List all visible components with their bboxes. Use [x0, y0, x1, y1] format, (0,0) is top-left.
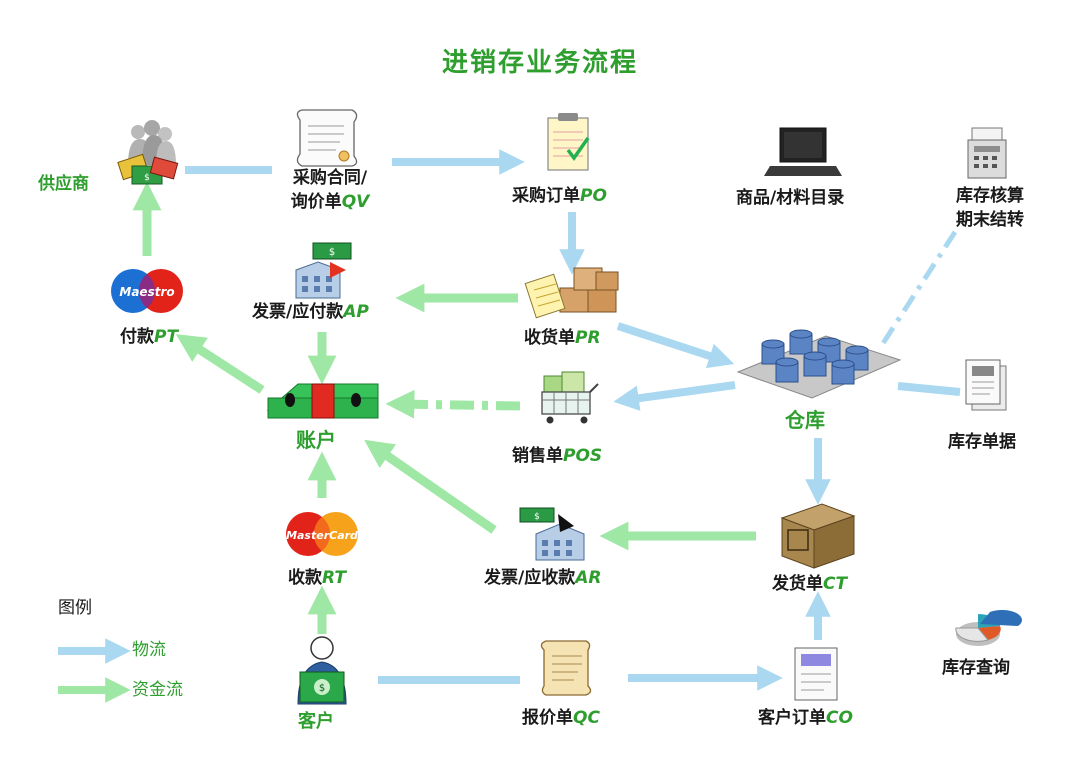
legend-title: 图例	[58, 598, 92, 618]
shipment-box-icon	[780, 503, 856, 569]
purchase-order-icon	[547, 113, 590, 171]
code-qv: QV	[341, 192, 370, 212]
arrow-warehouse-sales	[613, 381, 736, 411]
label-invoice-ap: 发票/应付款AP	[252, 302, 369, 322]
svg-text:$: $	[534, 512, 540, 522]
maestro-text: Maestro	[119, 285, 174, 299]
label-shipment: 发货单CT	[772, 574, 848, 594]
calculator-icon	[967, 127, 1007, 179]
pie-chart-icon	[955, 609, 1023, 646]
label-invoice-ar: 发票/应收款AR	[484, 568, 602, 588]
maestro-logo: Maestro	[111, 269, 183, 313]
account-money-icon	[266, 383, 379, 419]
label-customer-order: 客户订单CO	[758, 708, 853, 728]
label-warehouse: 仓库	[785, 408, 825, 432]
customer-order-icon	[794, 647, 838, 701]
receipt-boxes-icon	[524, 267, 619, 319]
code-qc: QC	[573, 708, 600, 728]
svg-text:$: $	[319, 683, 325, 694]
label-catalog: 商品/材料目录	[736, 188, 845, 208]
code-pt: PT	[154, 327, 179, 347]
label-collection: 收款RT	[288, 568, 346, 588]
code-pr: PR	[575, 328, 601, 348]
quote-scroll-icon	[540, 640, 592, 696]
code-ct: CT	[823, 574, 848, 594]
label-contract-line2: 询价单QV	[290, 192, 370, 212]
label-quote: 报价单QC	[522, 708, 600, 728]
label-customer: 客户	[298, 711, 334, 732]
label-contract: 采购合同/ 询价单QV	[270, 166, 390, 214]
invoice-ap-icon: $	[295, 242, 352, 299]
label-payment: 付款PT	[120, 327, 179, 347]
arrow-account-payment	[175, 334, 265, 394]
label-purchase-order: 采购订单PO	[512, 186, 607, 206]
label-inventory-calc-line1: 库存核算	[956, 186, 1024, 206]
warehouse-database-icon	[736, 329, 902, 399]
page-title: 进销存业务流程	[441, 48, 638, 78]
label-inventory-query: 库存查询	[942, 658, 1010, 678]
code-pos: POS	[563, 446, 603, 466]
label-account: 账户	[296, 428, 336, 452]
legend-capital-label: 资金流	[132, 680, 183, 700]
label-inventory-calc-line2: 期末结转	[956, 210, 1024, 230]
arrow-doc-warehouse	[897, 382, 961, 396]
code-ar: AR	[575, 568, 602, 588]
logistics-arrows	[185, 149, 961, 691]
contract-scroll-icon	[296, 109, 358, 167]
code-co: CO	[826, 708, 853, 728]
shopping-cart-icon	[541, 371, 599, 424]
label-inventory-doc: 库存单据	[948, 432, 1016, 452]
legend-logistics-label: 物流	[132, 640, 166, 660]
customer-icon: $	[297, 636, 347, 705]
label-supplier: 供应商	[38, 174, 89, 194]
supplier-icon: $	[117, 120, 179, 185]
svg-text:$: $	[329, 247, 335, 258]
invoice-ar-icon: $	[519, 507, 585, 561]
inventory-document-icon	[965, 359, 1007, 411]
label-sales: 销售单POS	[512, 446, 603, 466]
capital-arrows	[132, 181, 756, 634]
label-inventory-calc: 库存核算 期末结转	[940, 184, 1040, 232]
code-po: PO	[580, 186, 607, 206]
mastercard-text: MasterCard	[286, 529, 358, 542]
label-contract-line1: 采购合同/	[292, 168, 368, 188]
laptop-icon	[764, 127, 842, 176]
svg-text:$: $	[144, 173, 150, 183]
legend-lines	[58, 638, 131, 703]
label-receipt: 收货单PR	[524, 328, 601, 348]
arrow-calc-warehouse	[877, 230, 958, 350]
arrow-sales-account	[385, 389, 521, 419]
arrow-receipt-warehouse	[616, 322, 735, 369]
arrow-ar-account	[364, 439, 497, 534]
code-rt: RT	[322, 568, 346, 588]
code-ap: AP	[343, 302, 369, 322]
mastercard-logo: MasterCard	[286, 512, 358, 556]
